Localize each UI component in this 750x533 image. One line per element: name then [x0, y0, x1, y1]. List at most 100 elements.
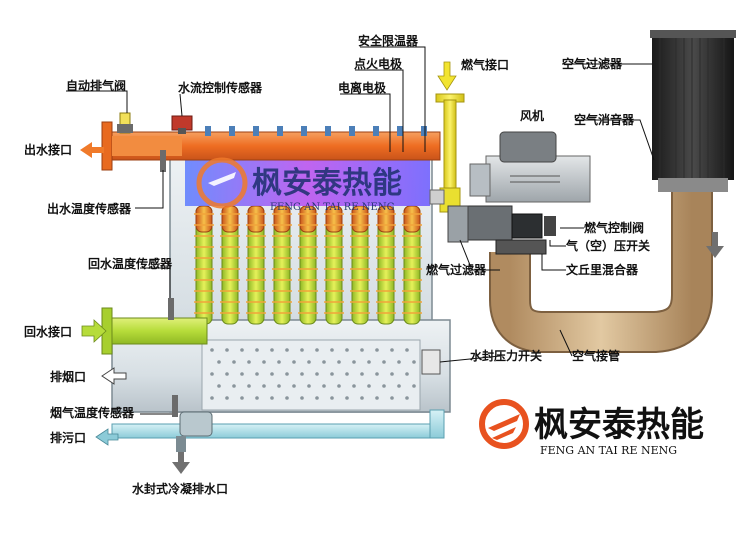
droplet	[307, 360, 311, 364]
header-screw	[277, 126, 283, 136]
droplet	[390, 372, 394, 376]
droplet	[367, 360, 371, 364]
droplet	[390, 396, 394, 400]
label-water-flow-sensor: 水流控制传感器	[178, 80, 263, 95]
droplet	[405, 348, 409, 352]
header-screw	[205, 126, 211, 136]
droplet	[412, 384, 416, 388]
label-flue-temp-sensor: 烟气温度传感器	[50, 405, 135, 420]
droplet	[375, 372, 379, 376]
leader-lines	[66, 46, 655, 415]
label-auto-vent-valve: 自动排气阀	[66, 78, 126, 93]
logo-en: FENG AN TAI RE NENG	[540, 444, 677, 457]
label-return-inlet: 回水接口	[24, 324, 72, 339]
label-ignition-electrode: 点火电极	[354, 56, 403, 71]
tube-hot-section	[221, 205, 239, 233]
droplet	[210, 396, 214, 400]
droplet	[397, 384, 401, 388]
gas-pipe	[429, 93, 465, 213]
droplet	[405, 396, 409, 400]
label-gas-filter: 燃气过滤器	[426, 262, 487, 277]
droplet	[315, 348, 319, 352]
droplet	[255, 348, 259, 352]
header-screw	[229, 126, 235, 136]
flue-temp-sensor	[172, 395, 178, 417]
label-gas-inlet: 燃气接口	[461, 57, 509, 72]
droplet	[217, 384, 221, 388]
droplet	[337, 360, 341, 364]
label-venturi-mixer: 文丘里混合器	[566, 262, 639, 277]
label-return-temp-sensor: 回水温度传感器	[88, 256, 173, 271]
droplet	[330, 372, 334, 376]
blower-fan	[469, 131, 591, 203]
droplet	[300, 372, 304, 376]
label-condensate-drain: 水封式冷凝排水口	[132, 481, 228, 496]
air-filter	[650, 30, 736, 192]
droplet	[255, 372, 259, 376]
drain-pipe	[111, 409, 445, 452]
header-screws	[205, 126, 427, 136]
droplet	[360, 396, 364, 400]
header-screw	[301, 126, 307, 136]
watermark-en: FENG AN TAI RE NENG	[270, 202, 395, 213]
brand-logo: 枫安泰热能 FENG AN TAI RE NENG	[479, 399, 704, 457]
label-air-filter: 空气过滤器	[562, 56, 623, 71]
droplet	[375, 348, 379, 352]
watermark: 枫安泰热能 FENG AN TAI RE NENG	[196, 157, 402, 213]
droplet	[292, 360, 296, 364]
label-fan: 风机	[520, 108, 544, 123]
seal-pressure-switch	[421, 349, 441, 375]
label-outlet: 出水接口	[24, 142, 72, 157]
droplet	[240, 372, 244, 376]
droplet	[405, 372, 409, 376]
droplet	[352, 360, 356, 364]
header-screw	[325, 126, 331, 136]
condensate-droplets	[210, 348, 416, 400]
droplet	[412, 360, 416, 364]
droplet	[397, 360, 401, 364]
droplet	[285, 348, 289, 352]
label-air-silencer: 空气消音器	[574, 112, 635, 127]
droplet	[315, 396, 319, 400]
label-drain-outlet: 排污口	[50, 430, 86, 445]
label-air-pressure-switch: 气（空）压开关	[565, 238, 650, 253]
droplet	[255, 396, 259, 400]
droplet	[292, 384, 296, 388]
label-air-pipe: 空气接管	[572, 348, 620, 363]
gas-control-valve	[467, 205, 556, 241]
droplet	[277, 360, 281, 364]
droplet	[262, 360, 266, 364]
droplet	[382, 384, 386, 388]
return-header	[101, 307, 208, 355]
gas-filter	[447, 205, 469, 243]
air-pipe	[489, 188, 713, 353]
water-flow-sensor	[171, 115, 193, 134]
droplet	[330, 348, 334, 352]
droplet	[247, 360, 251, 364]
droplet	[225, 396, 229, 400]
label-flue-outlet: 排烟口	[50, 369, 86, 384]
droplet	[225, 372, 229, 376]
header-screw	[397, 126, 403, 136]
droplet	[345, 396, 349, 400]
logo-cn: 枫安泰热能	[534, 405, 704, 445]
droplet	[232, 360, 236, 364]
label-ionization-electrode: 电离电极	[338, 80, 387, 95]
droplet	[300, 348, 304, 352]
droplet	[330, 396, 334, 400]
auto-vent-valve	[117, 112, 133, 134]
droplet	[307, 384, 311, 388]
heat-exchanger-tubes	[194, 205, 422, 325]
return-temp-sensor	[168, 298, 174, 320]
droplet	[360, 372, 364, 376]
droplet	[345, 348, 349, 352]
droplet	[247, 384, 251, 388]
label-gas-control-valve: 燃气控制阀	[584, 220, 644, 235]
label-outlet-temp-sensor: 出水温度传感器	[47, 201, 132, 216]
droplet	[277, 384, 281, 388]
droplet	[315, 372, 319, 376]
droplet	[240, 348, 244, 352]
droplet	[322, 384, 326, 388]
